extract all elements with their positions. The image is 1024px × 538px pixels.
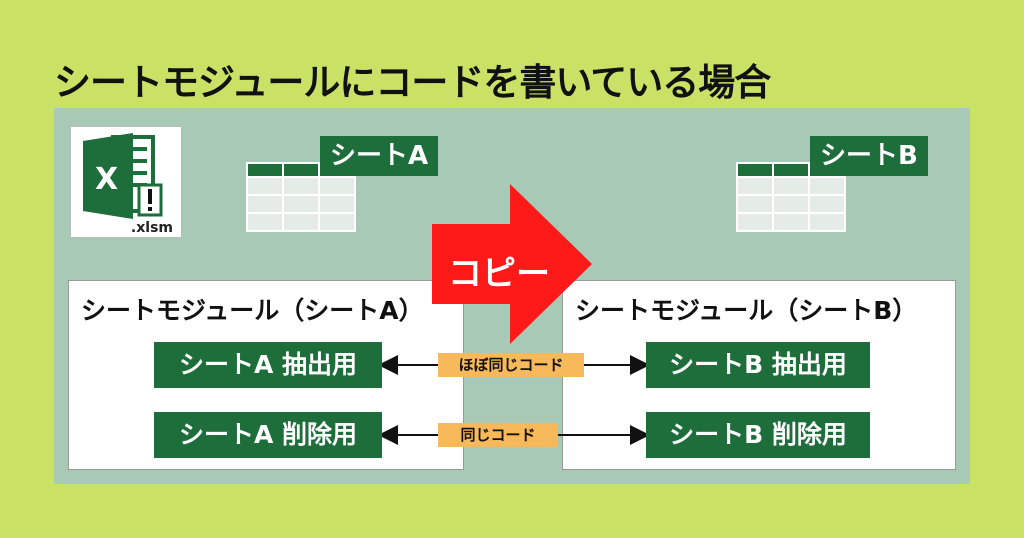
excel-file-card: X .xlsm bbox=[70, 126, 182, 238]
file-extension: .xlsm bbox=[130, 220, 173, 236]
sheet-a-delete-code: シートA 削除用 bbox=[154, 412, 382, 458]
sheet-b-illustration: シートB bbox=[736, 136, 936, 240]
copy-label: コピー bbox=[448, 254, 550, 294]
sheet-a-tab: シートA bbox=[320, 136, 439, 176]
sheet-b-tab: シートB bbox=[810, 136, 928, 176]
sheet-b-delete-code: シートB 削除用 bbox=[646, 412, 870, 458]
sheet-a-extract-code: シートA 抽出用 bbox=[154, 342, 382, 388]
sheet-b-extract-code: シートB 抽出用 bbox=[646, 342, 870, 388]
svg-text:X: X bbox=[95, 162, 118, 197]
page-title: シートモジュールにコードを書いている場合 bbox=[54, 61, 771, 104]
sheet-a-illustration: シートA bbox=[246, 136, 442, 240]
copy-arrow-icon bbox=[432, 184, 592, 344]
relation-2-label: 同じコード bbox=[438, 423, 558, 447]
module-b-title: シートモジュール（シートB） bbox=[575, 296, 918, 325]
module-a-title: シートモジュール（シートA） bbox=[81, 296, 424, 325]
excel-file-icon: X bbox=[83, 133, 163, 219]
relation-1-label: ほぼ同じコード bbox=[438, 353, 584, 377]
